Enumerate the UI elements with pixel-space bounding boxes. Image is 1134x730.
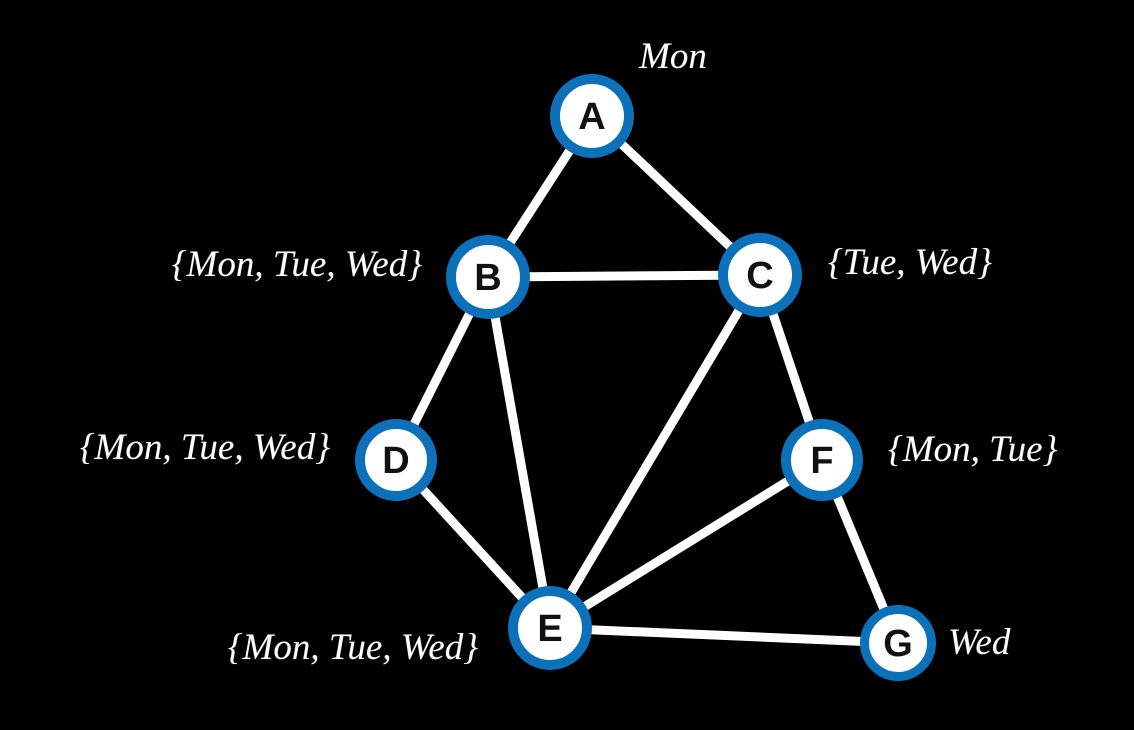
node-letter-d: D bbox=[382, 440, 409, 482]
domain-label-d: {Mon, Tue, Wed} bbox=[79, 427, 330, 468]
edge-e-f bbox=[545, 455, 827, 633]
node-circle-d bbox=[355, 419, 437, 501]
node-circle-f bbox=[781, 419, 863, 501]
node-circle-e bbox=[508, 586, 592, 670]
node-d[interactable]: D bbox=[355, 419, 437, 501]
edge-layer bbox=[391, 111, 903, 648]
edge-b-e bbox=[483, 272, 555, 633]
node-letter-e: E bbox=[537, 608, 562, 650]
edge-e-g bbox=[545, 623, 903, 648]
node-letter-f: F bbox=[810, 440, 833, 482]
node-circle-c bbox=[718, 233, 802, 317]
domain-label-f: {Mon, Tue} bbox=[888, 429, 1058, 470]
domain-label-a: Mon bbox=[639, 36, 707, 77]
domain-label-b: {Mon, Tue, Wed} bbox=[171, 244, 422, 285]
node-g[interactable]: G bbox=[860, 605, 936, 681]
domain-label-e: {Mon, Tue, Wed} bbox=[227, 627, 478, 668]
node-circle-b bbox=[446, 235, 530, 319]
node-c[interactable]: C bbox=[718, 233, 802, 317]
node-circle-g bbox=[860, 605, 936, 681]
node-b[interactable]: B bbox=[446, 235, 530, 319]
node-letter-c: C bbox=[746, 255, 773, 297]
domain-label-c: {Tue, Wed} bbox=[828, 242, 992, 283]
domain-label-g: Wed bbox=[948, 622, 1011, 663]
edge-b-c bbox=[483, 270, 765, 282]
node-f[interactable]: F bbox=[781, 419, 863, 501]
node-a[interactable]: A bbox=[550, 74, 634, 158]
node-letter-a: A bbox=[578, 96, 605, 138]
node-layer: A B C D E F G bbox=[355, 74, 936, 681]
node-letter-g: G bbox=[883, 623, 913, 665]
edge-c-e bbox=[545, 270, 765, 633]
node-circle-a bbox=[550, 74, 634, 158]
node-e[interactable]: E bbox=[508, 586, 592, 670]
node-letter-b: B bbox=[474, 257, 501, 299]
